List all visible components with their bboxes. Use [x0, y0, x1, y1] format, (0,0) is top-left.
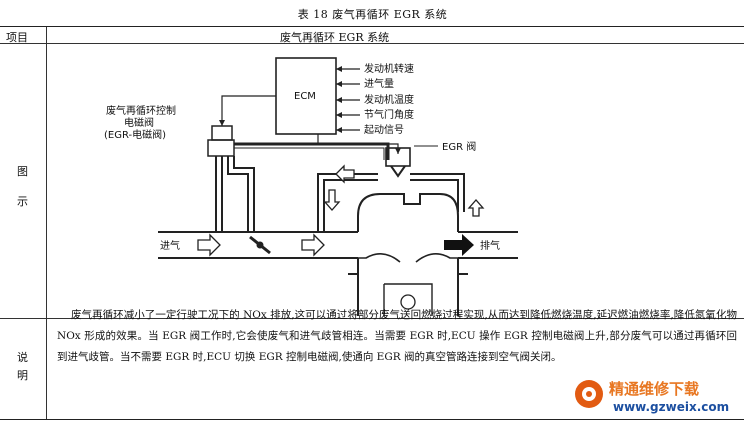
egr-passage-2: [410, 173, 465, 212]
intake-arrow: [197, 233, 221, 257]
watermark-title: 精通维修下载: [609, 380, 699, 398]
description-text: 废气再循环减小了一定行驶工况下的 NOx 排放,这可以通过将部分废气送回燃烧过程…: [57, 309, 737, 363]
exhaust-arrow: [444, 234, 474, 256]
row-divider: [0, 318, 744, 319]
egr-table: 项目 废气再循环 EGR 系统 图示 说明: [0, 26, 744, 420]
column-divider: [46, 27, 47, 419]
header-col2: 废气再循环 EGR 系统: [280, 31, 390, 44]
signal-throttle-angle: 节气门角度: [364, 108, 414, 121]
table-caption: 表 18 废气再循环 EGR 系统: [297, 8, 448, 21]
signal-engine-temp: 发动机温度: [364, 93, 414, 106]
signal-start: 起动信号: [364, 124, 404, 136]
egr-valve-label: EGR 阀: [442, 140, 476, 153]
piston: [383, 283, 433, 316]
intake-arrow-2: [301, 233, 325, 257]
vacuum-hose-top: [234, 142, 390, 160]
piston-pin: [400, 294, 416, 310]
ecm-solenoid-wire: [221, 95, 276, 126]
solenoid-label-line1: 废气再循环控制: [106, 104, 176, 117]
watermark-url: www.gzweix.com: [613, 400, 729, 414]
egr-diagram: ECM 发动机转速 进气量 发动机温度 节气门角度 起动信号 废气再循环控制 电…: [104, 57, 518, 316]
solenoid-label-line3: (EGR-电磁阀): [104, 128, 166, 141]
solenoid-body: [211, 125, 233, 141]
intake-label: 进气: [160, 239, 180, 252]
egr-passage-1: [317, 173, 378, 232]
solenoid-label-line2: 电磁阀: [124, 116, 154, 129]
row-label-description: 说明: [17, 351, 28, 382]
down-flow-arrow: [323, 189, 341, 211]
vacuum-hose-mid: [227, 156, 249, 232]
signal-engine-speed: 发动机转速: [364, 62, 414, 75]
header-divider: [0, 43, 744, 44]
row-label-diagram: 图示: [17, 165, 28, 208]
solenoid-base: [207, 139, 235, 157]
signal-arrowheads: [219, 66, 401, 154]
exhaust-label: 排气: [480, 239, 500, 252]
egr-valve-diaphragm: [390, 165, 406, 178]
watermark: 精通维修下载 www.gzweix.com: [575, 380, 729, 414]
cylinder-head: [357, 193, 459, 232]
signal-intake-air: 进气量: [364, 77, 394, 90]
up-flow-arrow: [467, 199, 485, 217]
egr-flow-arrow: [335, 164, 355, 184]
header-col1: 项目: [6, 31, 28, 44]
ecm-label: ECM: [294, 91, 316, 102]
